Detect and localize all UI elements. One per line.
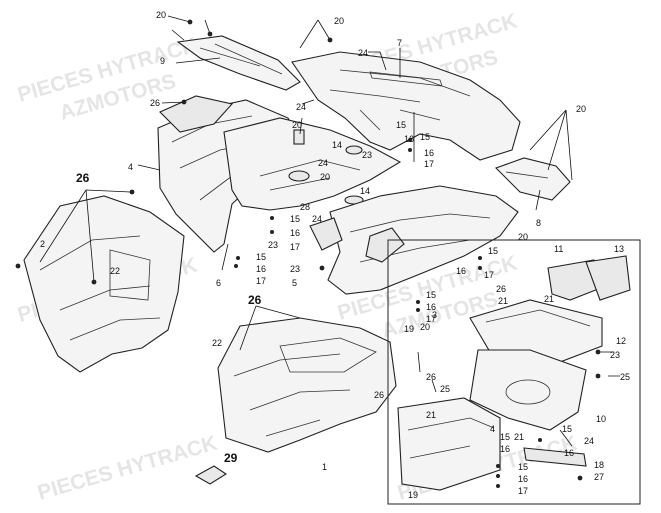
callout-24: 24 xyxy=(358,48,368,58)
callout-14: 14 xyxy=(360,186,370,196)
callout-4: 4 xyxy=(490,424,495,434)
callout-26: 26 xyxy=(248,293,262,307)
callout-21: 21 xyxy=(544,294,554,304)
callout-23: 23 xyxy=(268,240,278,250)
callout-9: 9 xyxy=(160,56,165,66)
callout-17: 17 xyxy=(424,159,434,169)
callout-2: 2 xyxy=(40,239,45,249)
callout-20: 20 xyxy=(292,120,302,130)
callout-7: 7 xyxy=(397,38,402,48)
callout-16: 16 xyxy=(256,264,266,274)
detail-inset-box xyxy=(387,239,641,505)
callout-15: 15 xyxy=(396,120,406,130)
callout-1: 1 xyxy=(322,462,327,472)
callout-21: 21 xyxy=(514,432,524,442)
callout-19: 19 xyxy=(408,490,418,500)
callout-16: 16 xyxy=(290,228,300,238)
leader-lines xyxy=(39,15,620,447)
callout-23: 23 xyxy=(290,264,300,274)
callout-17: 17 xyxy=(256,276,266,286)
fastener-markers xyxy=(15,19,601,488)
callout-14: 14 xyxy=(332,140,342,150)
callout-26: 26 xyxy=(426,372,436,382)
part-rear-top-panel xyxy=(291,51,521,161)
callout-10: 10 xyxy=(596,414,606,424)
callout-26: 26 xyxy=(496,284,506,294)
callout-15: 15 xyxy=(488,246,498,256)
part-rear-right-mudguard xyxy=(494,157,571,201)
callout-16: 16 xyxy=(518,474,528,484)
part-shield-plate xyxy=(159,95,234,133)
callout-27: 27 xyxy=(594,472,604,482)
callout-19: 19 xyxy=(404,324,414,334)
callout-15: 15 xyxy=(426,290,436,300)
callout-18: 18 xyxy=(594,460,604,470)
callout-16: 16 xyxy=(404,134,414,144)
watermark-text: PIECES HYTRACK xyxy=(35,432,220,505)
callout-5: 5 xyxy=(292,278,297,288)
part-small-bracket xyxy=(309,217,343,251)
callout-25: 25 xyxy=(440,384,450,394)
callout-15: 15 xyxy=(518,462,528,472)
callout-16: 16 xyxy=(564,448,574,458)
callout-12: 12 xyxy=(616,336,626,346)
callout-25: 25 xyxy=(620,372,630,382)
callout-20: 20 xyxy=(320,172,330,182)
callout-23: 23 xyxy=(362,150,372,160)
callout-16: 16 xyxy=(426,302,436,312)
callout-6: 6 xyxy=(216,278,221,288)
callout-labels: 20 9 20 24 7 26 4 26 24 20 20 15 16 15 1… xyxy=(40,10,630,500)
callout-29: 29 xyxy=(224,451,238,465)
callout-26: 26 xyxy=(150,98,160,108)
callout-17: 17 xyxy=(484,270,494,280)
callout-17: 17 xyxy=(426,314,436,324)
callout-15: 15 xyxy=(290,214,300,224)
callout-20: 20 xyxy=(334,16,344,26)
part-left-footrest xyxy=(23,195,185,373)
callout-20: 20 xyxy=(156,10,166,20)
callout-11: 11 xyxy=(554,244,563,254)
callout-16: 16 xyxy=(424,148,434,158)
part-right-footrest xyxy=(217,317,397,453)
callout-22: 22 xyxy=(212,338,222,348)
callout-20: 20 xyxy=(518,232,528,242)
callout-15: 15 xyxy=(256,252,266,262)
part-small-clip xyxy=(194,465,228,485)
callout-4: 4 xyxy=(128,162,133,172)
callout-3: 3 xyxy=(432,310,437,320)
callout-17: 17 xyxy=(290,242,300,252)
callout-26: 26 xyxy=(374,390,384,400)
callout-17: 17 xyxy=(518,486,528,496)
callout-20: 20 xyxy=(420,322,430,332)
callout-22: 22 xyxy=(110,266,120,276)
callout-16: 16 xyxy=(500,444,510,454)
part-tank-cap xyxy=(288,129,364,205)
callout-16: 16 xyxy=(456,266,466,276)
callout-21: 21 xyxy=(498,296,508,306)
callout-24: 24 xyxy=(584,436,594,446)
callout-15: 15 xyxy=(420,132,430,142)
callout-24: 24 xyxy=(296,102,306,112)
callout-24: 24 xyxy=(312,214,322,224)
part-front-top-bracket xyxy=(176,35,301,91)
callout-24: 24 xyxy=(318,158,328,168)
callout-23: 23 xyxy=(610,350,620,360)
part-central-body xyxy=(223,117,402,211)
callout-8: 8 xyxy=(536,218,541,228)
callout-21: 21 xyxy=(426,410,436,420)
callout-15: 15 xyxy=(562,424,572,434)
callout-20: 20 xyxy=(576,104,586,114)
callout-28: 28 xyxy=(300,202,310,212)
callout-26: 26 xyxy=(76,171,90,185)
callout-13: 13 xyxy=(614,244,624,254)
callout-15: 15 xyxy=(500,432,510,442)
